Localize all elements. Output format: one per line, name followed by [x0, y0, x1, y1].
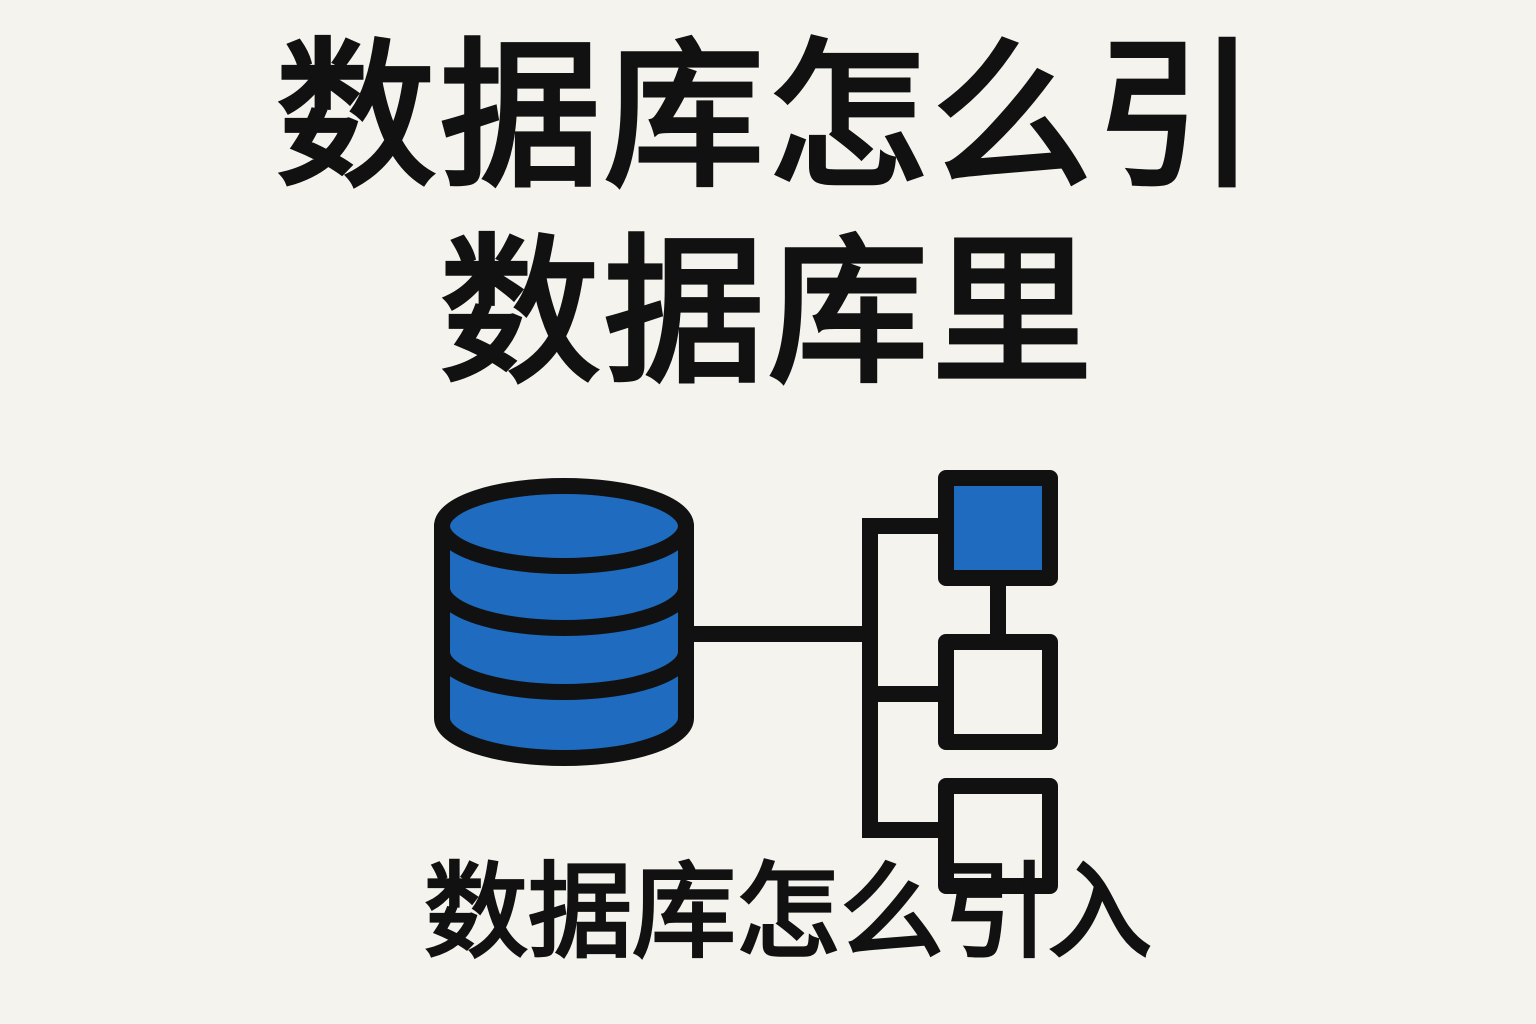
title-line-2: 数据库里 [439, 219, 1096, 406]
connector-lines [682, 518, 1006, 838]
tree-node-bottom [938, 778, 1058, 894]
hierarchy-tree-icon [938, 470, 1058, 894]
title-line-1: 数据库怎么引 [275, 23, 1260, 210]
database-cylinder-icon [434, 478, 694, 766]
tree-node-top [938, 470, 1058, 586]
tree-node-middle [938, 634, 1058, 750]
caption-text: 数据库怎么引入 [423, 851, 1152, 973]
